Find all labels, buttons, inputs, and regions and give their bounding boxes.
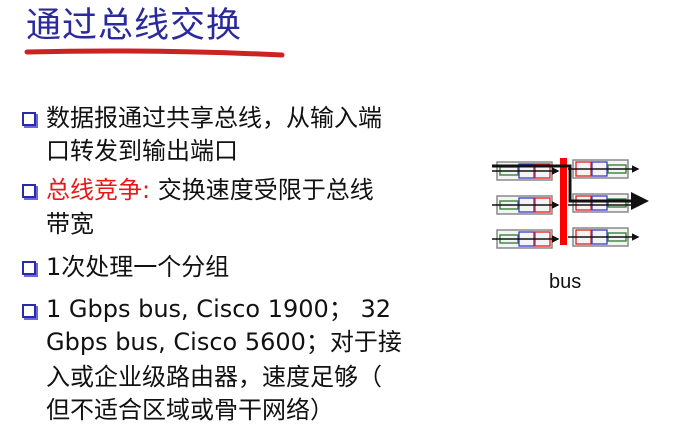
bullet-2-line-1: 总线竞争: 交换速度受限于总线 xyxy=(46,175,374,205)
slide-title: 通过总线交换 xyxy=(26,6,243,46)
bullet-2-line-2: 带宽 xyxy=(46,210,94,238)
bullet-icon xyxy=(22,304,36,318)
bullet-icon xyxy=(22,184,36,198)
title-underline xyxy=(24,48,285,58)
bullet-2-text: 交换速度受限于总线 xyxy=(150,176,374,204)
bullet-icon xyxy=(22,112,36,126)
bullet-icon xyxy=(22,261,36,275)
bullet-3-line-1: 1次处理一个分组 xyxy=(46,253,230,281)
bullet-4-line-4: 但不适合区域或骨干网络） xyxy=(46,396,334,424)
bullet-4-line-3: 入或企业级路由器，速度足够（ xyxy=(46,363,382,391)
bullet-1-line-1: 数据报通过共享总线，从输入端 xyxy=(46,104,382,132)
bullet-4-line-1: 1 Gbps bus, Cisco 1900； 32 xyxy=(46,295,391,323)
bus-switch-diagram xyxy=(492,158,649,249)
bullet-1-line-2: 口转发到输出端口 xyxy=(46,137,238,165)
bus-bar xyxy=(560,158,567,245)
bus-label: bus xyxy=(549,271,582,293)
bus-contention-label: 总线竞争: xyxy=(46,176,151,204)
output-port-2 xyxy=(572,193,629,213)
bullet-4-line-2: Gbps bus, Cisco 5600；对于接 xyxy=(46,328,402,356)
